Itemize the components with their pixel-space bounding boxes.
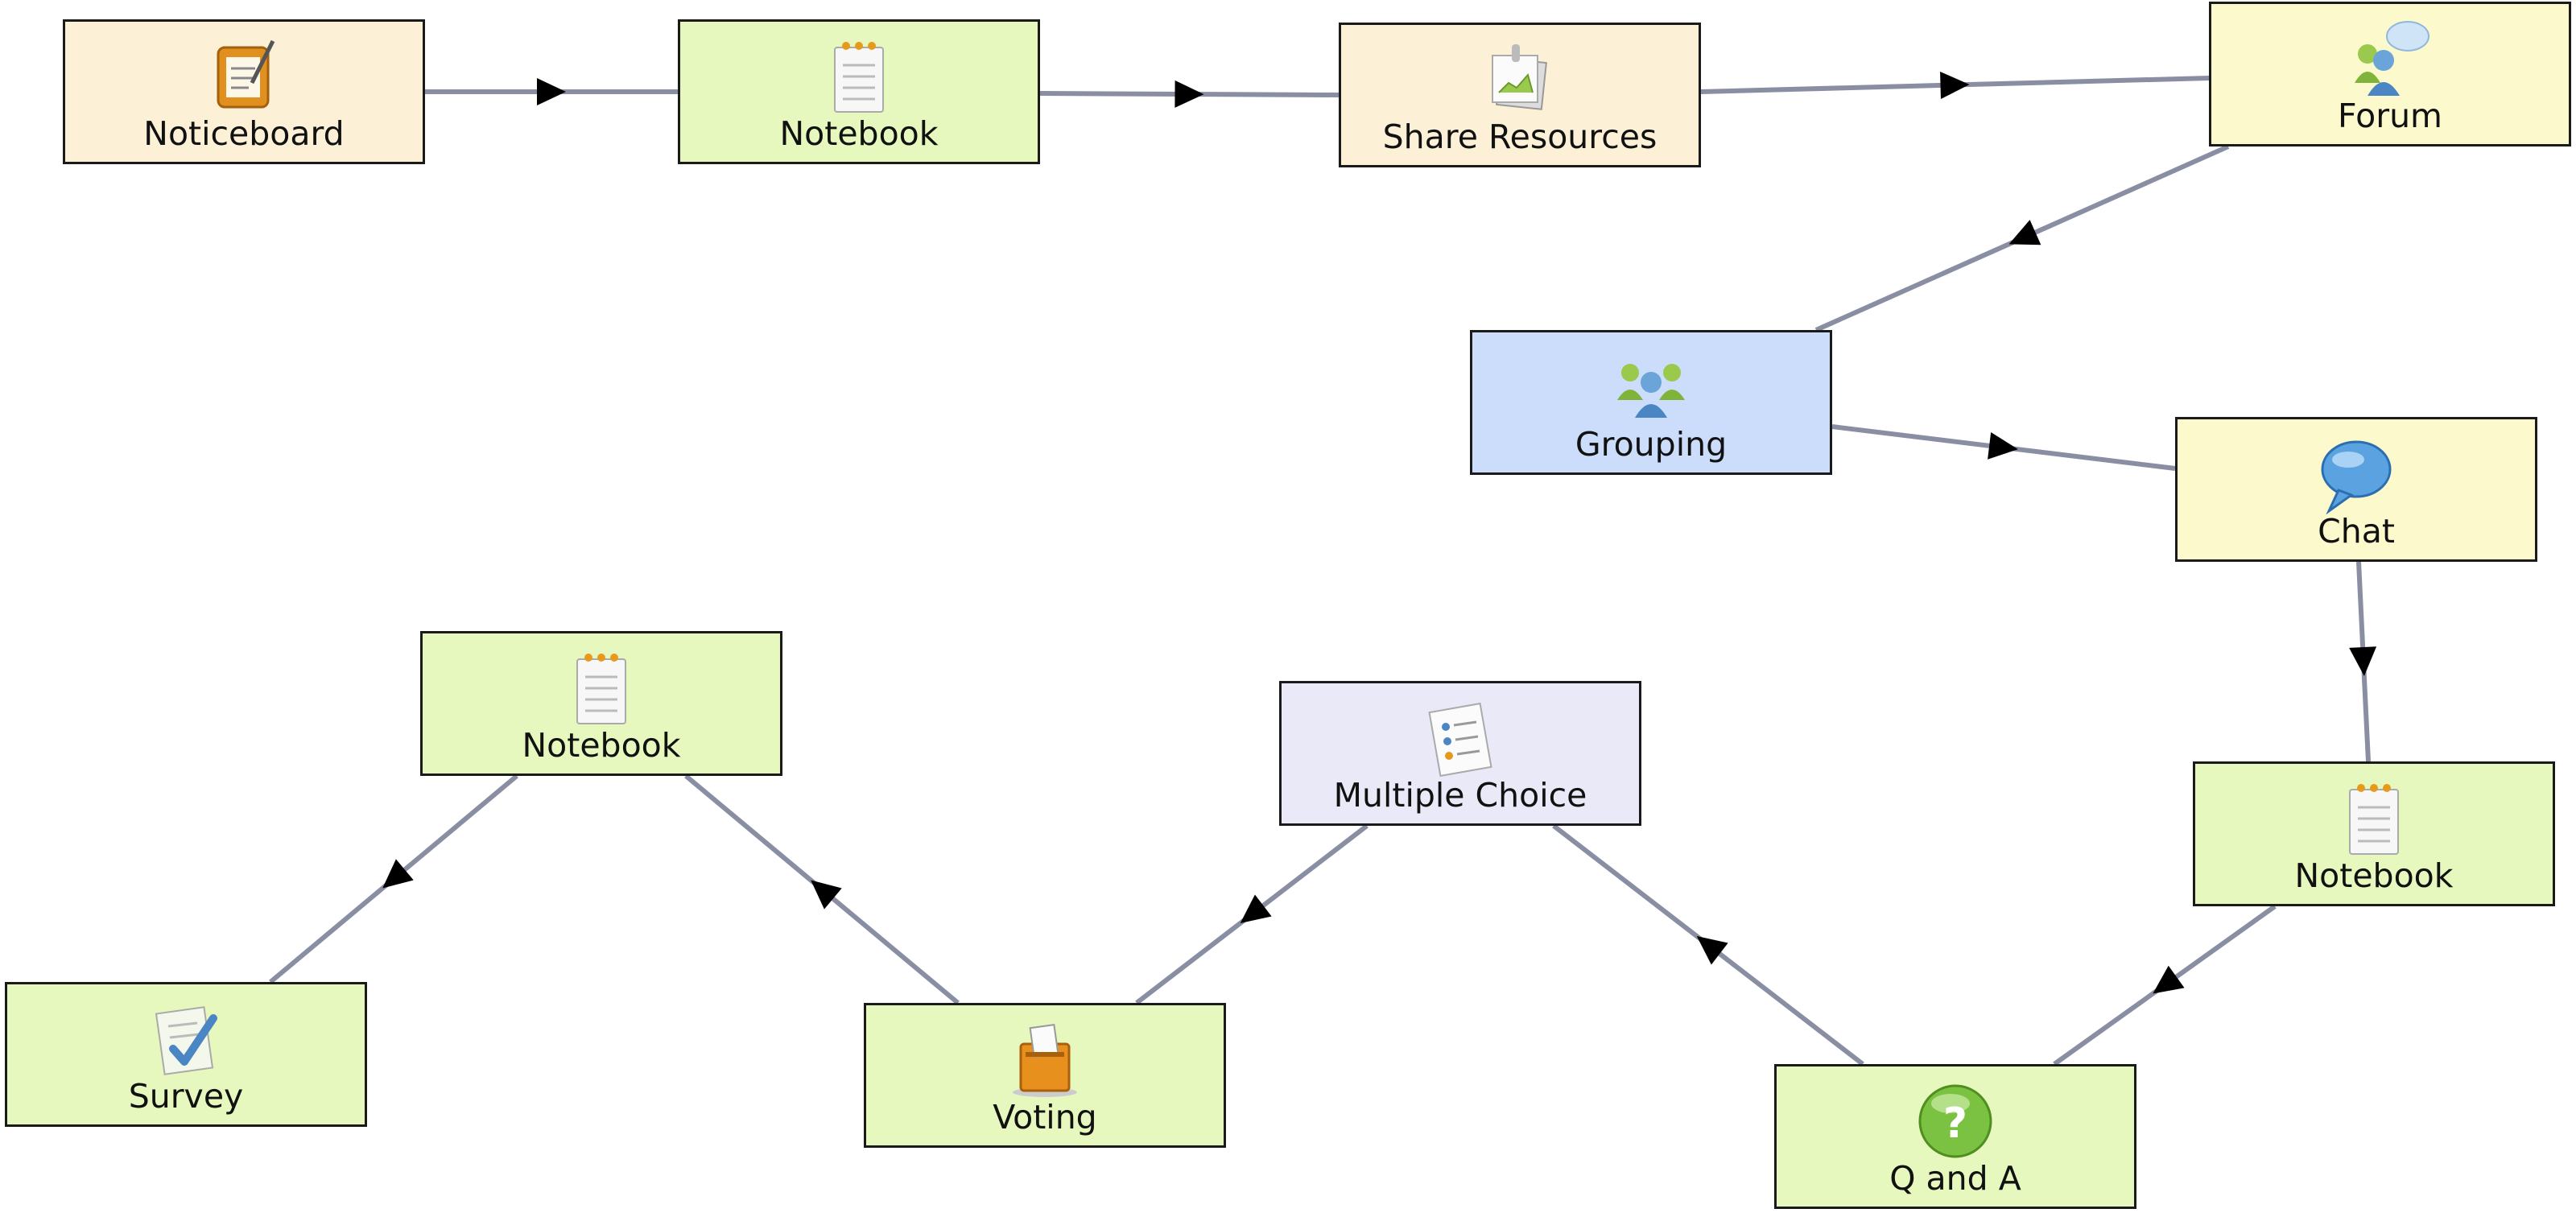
forum-icon	[2350, 19, 2430, 99]
node-label: Voting	[993, 1098, 1097, 1137]
node-share-resources[interactable]: Share Resources	[1339, 23, 1701, 167]
multiple-choice-icon	[1420, 698, 1501, 778]
node-notebook-1[interactable]: Notebook	[678, 19, 1040, 164]
notebook-icon	[2334, 778, 2414, 859]
node-notebook-2[interactable]: Notebook	[2193, 761, 2555, 906]
node-q-and-a[interactable]: ? Q and A	[1774, 1064, 2136, 1209]
notebook-icon	[819, 36, 899, 117]
node-label: Notebook	[2294, 856, 2454, 895]
node-label: Notebook	[522, 726, 681, 765]
edge-arrowhead	[382, 859, 414, 889]
voting-icon	[1005, 1020, 1085, 1100]
edge-arrowhead	[537, 78, 566, 105]
node-noticeboard[interactable]: Noticeboard	[63, 19, 425, 164]
node-voting[interactable]: Voting	[864, 1003, 1226, 1148]
node-label: Chat	[2318, 512, 2395, 551]
node-notebook-3[interactable]: Notebook	[420, 631, 782, 776]
grouping-icon	[1611, 347, 1691, 427]
svg-text:?: ?	[1943, 1099, 1967, 1148]
node-survey[interactable]: Survey	[5, 982, 367, 1127]
node-label: Forum	[2338, 97, 2442, 135]
edge-arrowhead	[2153, 965, 2185, 994]
edge-arrowhead	[1988, 431, 2018, 460]
noticeboard-icon	[204, 36, 284, 117]
notebook-icon	[561, 648, 642, 728]
node-label: Q and A	[1889, 1159, 2021, 1198]
node-chat[interactable]: Chat	[2175, 417, 2537, 562]
node-label: Survey	[128, 1077, 244, 1116]
node-label: Notebook	[779, 114, 939, 153]
edge-arrowhead	[1174, 80, 1204, 108]
node-label: Share Resources	[1382, 118, 1657, 156]
edge-arrowhead	[2349, 646, 2377, 676]
node-multiple-choice[interactable]: Multiple Choice	[1279, 681, 1641, 826]
node-label: Grouping	[1575, 425, 1728, 464]
node-grouping[interactable]: Grouping	[1470, 330, 1832, 475]
node-label: Noticeboard	[143, 114, 345, 153]
chat-icon	[2316, 434, 2396, 514]
edge-arrowhead	[1940, 71, 1970, 99]
question-icon: ?	[1915, 1081, 1996, 1161]
edge-arrowhead	[1696, 936, 1728, 965]
survey-icon	[146, 999, 226, 1079]
node-forum[interactable]: Forum	[2209, 2, 2571, 146]
edges-layer	[269, 71, 2377, 1066]
edge-arrowhead	[811, 880, 842, 910]
edge-arrowhead	[2008, 220, 2041, 245]
edge-arrowhead	[1240, 894, 1272, 923]
node-label: Multiple Choice	[1333, 776, 1587, 815]
share-resources-icon	[1480, 39, 1560, 120]
